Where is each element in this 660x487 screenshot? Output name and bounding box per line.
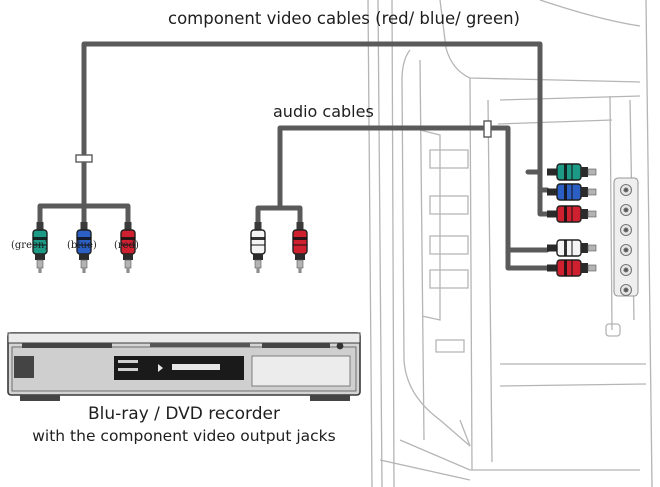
component-cables-label: component video cables (red/ blue/ green… xyxy=(168,9,520,28)
plug-tv-green xyxy=(546,163,597,181)
tv-jack-panel xyxy=(613,177,639,297)
cable-break-icon xyxy=(75,154,93,163)
cable-break-icon xyxy=(483,120,492,138)
plug-tv-red xyxy=(546,205,597,223)
bluray-recorder-icon xyxy=(7,332,361,401)
plug-red-label: (red) xyxy=(114,240,139,251)
plug-audio-white xyxy=(250,221,266,274)
plug-green-label: (green) xyxy=(11,240,49,251)
plug-tv-blue xyxy=(546,183,597,201)
device-label-line1: Blu-ray / DVD recorder xyxy=(88,404,280,424)
audio-cable xyxy=(255,125,550,271)
plug-tv-audio-red xyxy=(546,259,597,277)
plug-blue-label: (blue) xyxy=(67,240,97,251)
audio-cables-label: audio cables xyxy=(273,102,374,121)
plug-tv-audio-white xyxy=(546,239,597,257)
plug-audio-red xyxy=(292,221,308,274)
component-video-cable xyxy=(37,41,550,225)
device-label-line2: with the component video output jacks xyxy=(32,427,336,445)
